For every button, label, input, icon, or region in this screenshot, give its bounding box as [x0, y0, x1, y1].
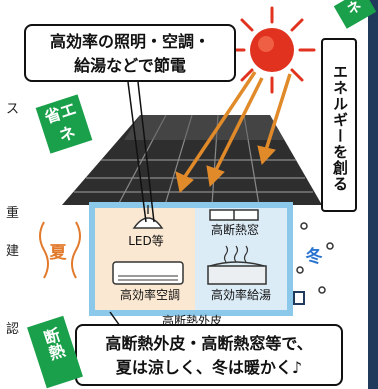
callout-energy-saving: 高効率の照明・空調・ 給湯などで節電 [24, 24, 236, 82]
outdoor-unit-icon [293, 291, 305, 305]
water-heater-icon [207, 245, 267, 285]
right-edge-bar [368, 0, 378, 389]
clipped-edge-text: 重 [6, 206, 20, 221]
callout-line: 給湯などで節電 [74, 56, 186, 75]
label-water-heater: 高効率給湯 [210, 288, 271, 302]
label-led: LED等 [128, 234, 164, 248]
clipped-edge-text: 建 [6, 244, 20, 259]
season-summer: 夏 [49, 243, 67, 263]
callout-line: 高断熱外皮・高断熱窓等で、 [105, 334, 313, 353]
solar-roof [62, 114, 322, 206]
winter-cold-dots [296, 222, 334, 294]
badge-text: 断熱 [39, 326, 67, 363]
air-conditioner-icon [112, 261, 184, 285]
window-icon [209, 209, 259, 221]
sun-icon [228, 6, 316, 94]
callout-line: 夏は涼しく、冬は暖かく♪ [115, 358, 303, 377]
energy-creation-label: エネルギーを創る [321, 38, 357, 212]
badge-text: 省エネ [42, 99, 79, 146]
callout-insulation: 高断熱外皮・高断熱窓等で、 夏は涼しく、冬は暖かく♪ [75, 324, 343, 386]
led-lamp-icon [132, 205, 164, 229]
callout-pointers [109, 81, 155, 327]
energy-arrows [175, 71, 292, 193]
clipped-edge-text: 認 [6, 322, 20, 337]
label-window: 高断熱窓 [210, 223, 259, 237]
season-winter: 冬 [305, 247, 323, 267]
label-air-conditioner: 高効率空調 [119, 288, 180, 302]
callout-line: 高効率の照明・空調・ [49, 32, 210, 51]
clipped-edge-text: ス [6, 102, 20, 117]
summer-heat-waves [39, 221, 81, 279]
